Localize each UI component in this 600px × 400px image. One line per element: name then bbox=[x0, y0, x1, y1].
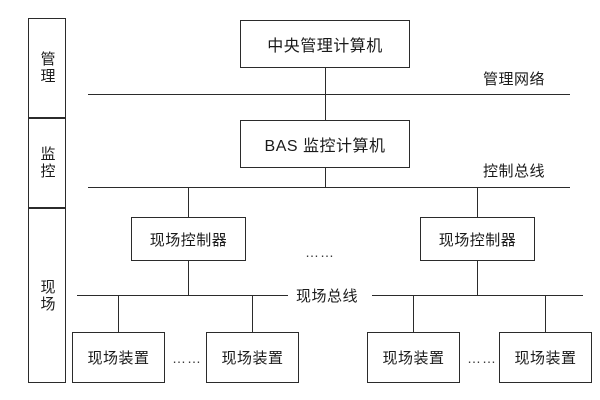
link-control-bus-to-controller-left bbox=[188, 187, 189, 217]
ellipsis-devices-left: …… bbox=[172, 350, 202, 366]
node-field-controller-left-label: 现场控制器 bbox=[149, 231, 228, 249]
node-central-management-computer-label: 中央管理计算机 bbox=[267, 38, 383, 55]
stage-rail-management: 管理 bbox=[28, 18, 66, 118]
stage-rail-monitoring: 监控 bbox=[28, 118, 66, 208]
node-bas-monitoring-computer-label: BAS 监控计算机 bbox=[264, 138, 386, 155]
link-control-bus-to-controller-right bbox=[477, 187, 478, 217]
node-field-device-1-label: 现场装置 bbox=[87, 350, 150, 367]
link-field-bus-to-device-4 bbox=[545, 295, 546, 332]
node-field-device-2-label: 现场装置 bbox=[221, 350, 284, 367]
bus-control bbox=[88, 187, 570, 188]
bus-field-right-segment bbox=[372, 295, 583, 296]
link-management-bus-to-bas bbox=[325, 94, 326, 120]
bus-field-label: 现场总线 bbox=[296, 288, 359, 305]
link-bas-to-control-bus bbox=[325, 168, 326, 187]
link-field-bus-to-device-2 bbox=[252, 295, 253, 332]
stage-rail-management-label: 管理 bbox=[38, 51, 56, 85]
node-field-controller-right[interactable]: 现场控制器 bbox=[420, 217, 535, 261]
node-field-device-2[interactable]: 现场装置 bbox=[206, 332, 299, 383]
bus-management-network-label: 管理网络 bbox=[483, 71, 546, 88]
ellipsis-between-controllers: …… bbox=[305, 244, 335, 260]
link-controller-left-to-field-bus bbox=[188, 261, 189, 295]
node-field-device-3[interactable]: 现场装置 bbox=[367, 332, 460, 383]
ellipsis-devices-right: …… bbox=[467, 350, 497, 366]
node-bas-monitoring-computer[interactable]: BAS 监控计算机 bbox=[240, 120, 410, 168]
node-field-device-3-label: 现场装置 bbox=[382, 350, 445, 367]
bus-control-label: 控制总线 bbox=[483, 163, 546, 180]
node-field-controller-right-label: 现场控制器 bbox=[438, 231, 517, 249]
node-field-device-4[interactable]: 现场装置 bbox=[499, 332, 592, 383]
link-field-bus-to-device-1 bbox=[118, 295, 119, 332]
node-field-controller-left[interactable]: 现场控制器 bbox=[131, 217, 246, 261]
link-field-bus-to-device-3 bbox=[413, 295, 414, 332]
node-central-management-computer[interactable]: 中央管理计算机 bbox=[240, 20, 410, 68]
bus-field-left-segment bbox=[77, 295, 288, 296]
node-field-device-1[interactable]: 现场装置 bbox=[72, 332, 165, 383]
stage-rail-monitoring-label: 监控 bbox=[38, 146, 56, 180]
bus-management-network bbox=[88, 94, 570, 95]
node-field-device-4-label: 现场装置 bbox=[514, 350, 577, 367]
stage-rail-field: 现场 bbox=[28, 208, 66, 383]
stage-rail-field-label: 现场 bbox=[38, 278, 56, 313]
link-controller-right-to-field-bus bbox=[477, 261, 478, 295]
link-central-to-management-bus bbox=[325, 68, 326, 94]
